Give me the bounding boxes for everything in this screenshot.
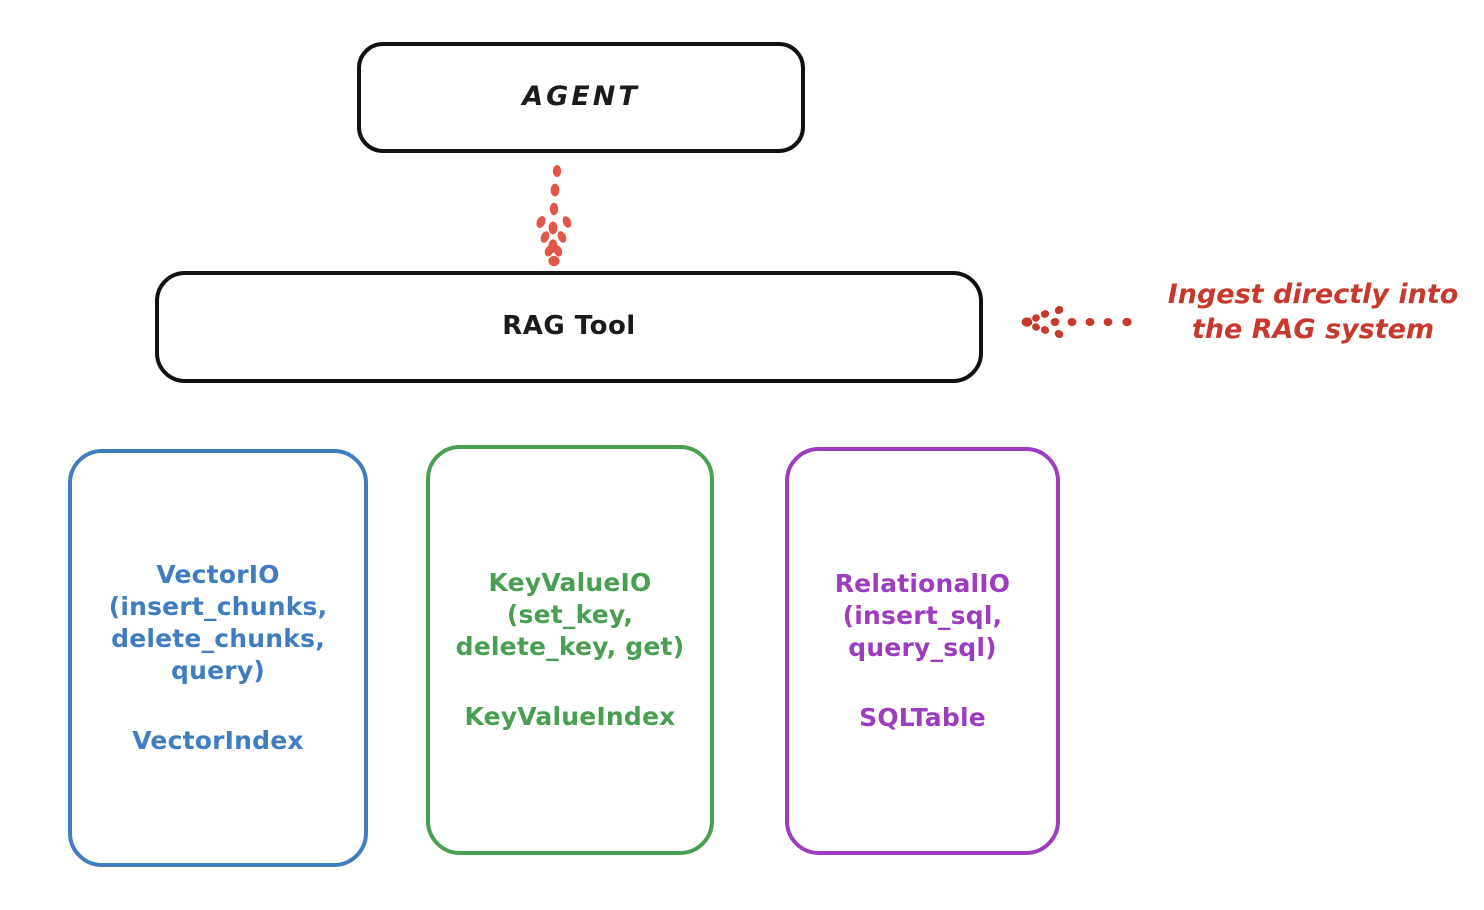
connector-agent-to-rag-tool [536, 165, 572, 267]
node-agent-label: AGENT [522, 81, 640, 113]
node-vector-io-methods-label: VectorIO (insert_chunks, delete_chunks, … [108, 560, 328, 685]
annotation-ingest-directly: Ingest directly into the RAG system [1167, 279, 1459, 346]
node-key-value-io-methods-label: KeyValueIO (set_key, delete_key, get) [455, 568, 685, 661]
node-relational-io[interactable]: RelationalIO (insert_sql, query_sql) SQL… [785, 447, 1060, 855]
node-rag-tool[interactable]: RAG Tool [155, 271, 983, 383]
connector-ingest-to-rag-tool [1021, 306, 1132, 338]
node-rag-tool-label: RAG Tool [502, 311, 636, 342]
node-key-value-io[interactable]: KeyValueIO (set_key, delete_key, get) Ke… [426, 445, 714, 855]
node-relational-io-table-label: SQLTable [859, 703, 986, 732]
node-vector-io[interactable]: VectorIO (insert_chunks, delete_chunks, … [68, 449, 368, 867]
node-key-value-io-index-label: KeyValueIndex [464, 702, 676, 731]
node-relational-io-methods-label: RelationalIO (insert_sql, query_sql) [834, 569, 1011, 662]
node-vector-io-index-label: VectorIndex [132, 726, 304, 755]
node-agent[interactable]: AGENT [357, 42, 805, 153]
